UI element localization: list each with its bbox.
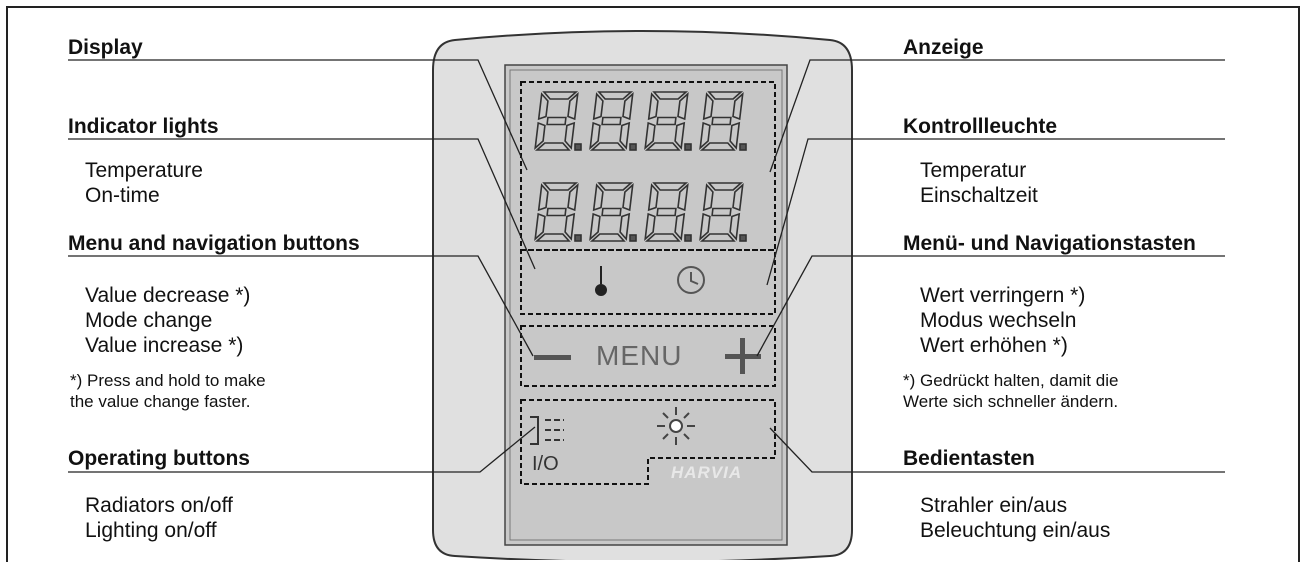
decimal-dot <box>574 234 582 242</box>
kontrollleuchte-item-einschaltzeit: Einschaltzeit <box>920 184 1038 207</box>
decimal-dot <box>739 143 747 151</box>
menu-items: Value decrease *) Mode change Value incr… <box>85 283 250 358</box>
display-digit <box>589 91 637 151</box>
display-digit <box>644 182 692 242</box>
bedientasten-item-beleuchtung: Beleuchtung ein/aus <box>920 519 1111 542</box>
display-digit <box>699 182 747 242</box>
display-digit <box>644 91 692 151</box>
decimal-dot <box>684 234 692 242</box>
kontrollleuchte-heading: Kontrollleuchte <box>903 115 1058 138</box>
menu-item-increase: Value increase *) <box>85 334 244 357</box>
display-zone <box>520 81 776 251</box>
decimal-dot <box>629 143 637 151</box>
light-icon <box>657 407 695 445</box>
menue-note-line-1: *) Gedrückt halten, damit die <box>903 371 1119 390</box>
menue-item-modus: Modus wechseln <box>920 309 1077 332</box>
menue-note-line-2: Werte sich schneller ändern. <box>903 392 1119 411</box>
decimal-dot <box>739 234 747 242</box>
menu-heading: Menu and navigation buttons <box>68 232 360 255</box>
menue-item-erhoehen: Wert erhöhen *) <box>920 334 1068 357</box>
menue-item-verringern: Wert verringern *) <box>920 284 1086 307</box>
menu-item-mode: Mode change <box>85 309 213 332</box>
bedientasten-heading: Bedientasten <box>903 447 1035 470</box>
display-digit <box>534 91 582 151</box>
menu-label[interactable]: MENU <box>596 340 683 371</box>
indicator-item-temperature: Temperature <box>85 159 203 182</box>
display-digit <box>699 91 747 151</box>
operating-item-lighting: Lighting on/off <box>85 519 217 542</box>
menu-note: *) Press and hold to make the value chan… <box>70 370 266 412</box>
operating-item-radiators: Radiators on/off <box>85 494 233 517</box>
menu-note-line-2: the value change faster. <box>70 392 251 411</box>
operating-items: Radiators on/off Lighting on/off <box>85 493 233 543</box>
plus-icon <box>725 338 761 374</box>
operating-zone <box>520 399 776 485</box>
brand-logo: HARVIA <box>671 463 743 482</box>
clock-icon <box>677 266 705 294</box>
indicator-heading: Indicator lights <box>68 115 219 138</box>
decimal-dot <box>684 143 692 151</box>
bedientasten-items: Strahler ein/aus Beleuchtung ein/aus <box>920 493 1110 543</box>
operating-heading: Operating buttons <box>68 447 250 470</box>
menu-zone <box>520 325 776 387</box>
leader-lines-left <box>68 59 536 473</box>
menu-item-decrease: Value decrease *) <box>85 284 251 307</box>
menu-note-line-1: *) Press and hold to make <box>70 371 266 390</box>
indicator-item-on-time: On-time <box>85 184 160 207</box>
decimal-dot <box>574 143 582 151</box>
anzeige-heading: Anzeige <box>903 36 984 59</box>
indicator-items: Temperature On-time <box>85 158 203 208</box>
onoff-label[interactable]: I/O <box>532 453 559 475</box>
indicator-zone <box>520 249 776 315</box>
kontrollleuchte-item-temperatur: Temperatur <box>920 159 1027 182</box>
kontrollleuchte-items: Temperatur Einschaltzeit <box>920 158 1038 208</box>
diagram-frame <box>6 6 1300 562</box>
leader-lines-right <box>756 59 1225 473</box>
radiator-icon <box>530 416 564 445</box>
thermometer-icon <box>595 266 607 296</box>
display-digit <box>589 182 637 242</box>
bedientasten-item-strahler: Strahler ein/aus <box>920 494 1068 517</box>
decimal-dot <box>629 234 637 242</box>
display-digit <box>534 182 582 242</box>
menue-note: *) Gedrückt halten, damit die Werte sich… <box>903 370 1118 412</box>
menue-heading: Menü- und Navigationstasten <box>903 232 1196 255</box>
menue-items: Wert verringern *) Modus wechseln Wert e… <box>920 283 1085 358</box>
display-heading: Display <box>68 36 143 59</box>
seven-segment-display <box>534 91 747 242</box>
minus-icon <box>534 355 571 360</box>
